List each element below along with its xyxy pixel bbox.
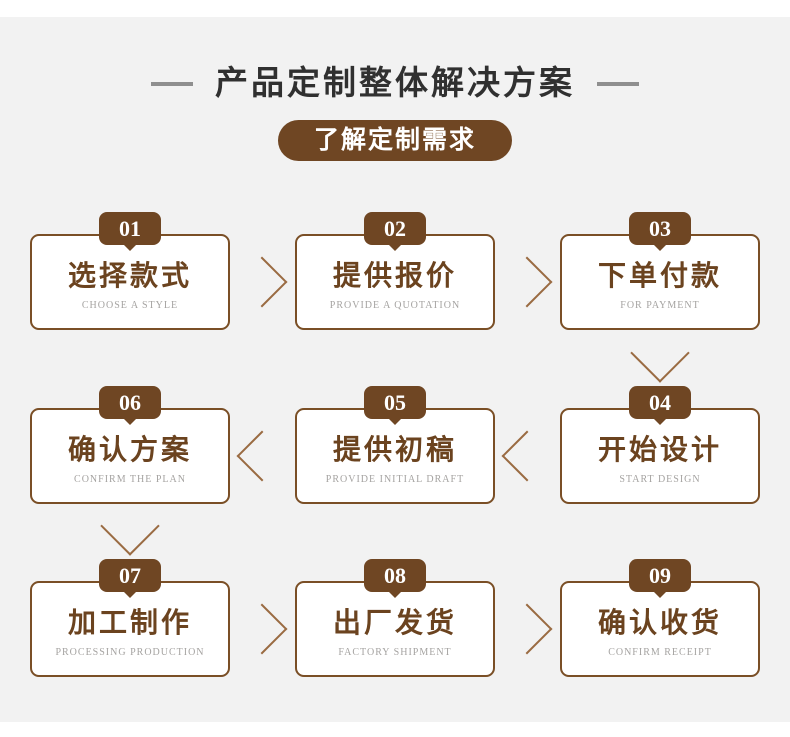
step-number-badge: 01 [99, 212, 161, 251]
step-number-badge: 03 [629, 212, 691, 251]
badge-tail [654, 245, 666, 251]
page-title: 产品定制整体解决方案 [215, 66, 575, 102]
step-number: 08 [384, 563, 406, 588]
subtitle-badge: 了解定制需求 [277, 120, 513, 161]
step-title-cn: 开始设计 [597, 435, 722, 466]
step-number-badge: 06 [99, 386, 161, 425]
step-number: 09 [649, 563, 671, 588]
step-card-05: 05 提供初稿 PROVIDE INITIAL DRAFT [295, 386, 495, 504]
step-title-en: CONFIRM RECEIPT [608, 647, 712, 658]
step-number-badge: 04 [629, 386, 691, 425]
step-number: 05 [384, 390, 406, 415]
step-card-02: 02 提供报价 PROVIDE A QUOTATION [295, 212, 495, 330]
step-number-badge: 05 [364, 386, 426, 425]
badge-tail [654, 592, 666, 598]
badge-tail [654, 419, 666, 425]
step-number-badge: 02 [364, 212, 426, 251]
step-title-en: PROCESSING PRODUCTION [55, 647, 205, 658]
badge-tail [124, 419, 136, 425]
step-number-badge: 08 [364, 559, 426, 598]
step-title-en: FACTORY SHIPMENT [338, 647, 452, 658]
badge-tail [389, 245, 401, 251]
step-card-07: 07 加工制作 PROCESSING PRODUCTION [30, 559, 230, 677]
badge-tail [124, 245, 136, 251]
step-title-en: CHOOSE A STYLE [81, 300, 179, 311]
title-dash-right [597, 82, 639, 86]
step-title-cn: 确认方案 [67, 435, 192, 466]
step-title-cn: 加工制作 [67, 608, 192, 639]
step-card-04: 04 开始设计 START DESIGN [560, 386, 760, 504]
step-number: 07 [119, 563, 141, 588]
badge-tail [389, 592, 401, 598]
step-title-en: START DESIGN [619, 474, 701, 485]
step-number-badge: 09 [629, 559, 691, 598]
step-title-cn: 下单付款 [597, 261, 722, 292]
step-title-cn: 出厂发货 [332, 608, 457, 639]
step-title-en: PROVIDE INITIAL DRAFT [325, 474, 465, 485]
step-number-badge: 07 [99, 559, 161, 598]
step-title-cn: 选择款式 [67, 261, 192, 292]
step-number: 03 [649, 216, 671, 241]
title-dash-left [151, 82, 193, 86]
step-card-09: 09 确认收货 CONFIRM RECEIPT [560, 559, 760, 677]
step-number: 06 [119, 390, 141, 415]
badge-tail [124, 592, 136, 598]
step-card-01: 01 选择款式 CHOOSE A STYLE [30, 212, 230, 330]
step-title-en: FOR PAYMENT [620, 300, 700, 311]
step-title-en: PROVIDE A QUOTATION [329, 300, 461, 311]
step-number: 01 [119, 216, 141, 241]
step-number: 04 [649, 390, 671, 415]
step-title-cn: 确认收货 [597, 608, 722, 639]
step-title-cn: 提供报价 [332, 261, 457, 292]
step-card-06: 06 确认方案 CONFIRM THE PLAN [30, 386, 230, 504]
step-title-cn: 提供初稿 [332, 435, 457, 466]
step-card-03: 03 下单付款 FOR PAYMENT [560, 212, 760, 330]
page-title-row: 产品定制整体解决方案 [0, 62, 790, 106]
badge-tail [389, 419, 401, 425]
step-title-en: CONFIRM THE PLAN [74, 474, 186, 485]
step-number: 02 [384, 216, 406, 241]
step-card-08: 08 出厂发货 FACTORY SHIPMENT [295, 559, 495, 677]
